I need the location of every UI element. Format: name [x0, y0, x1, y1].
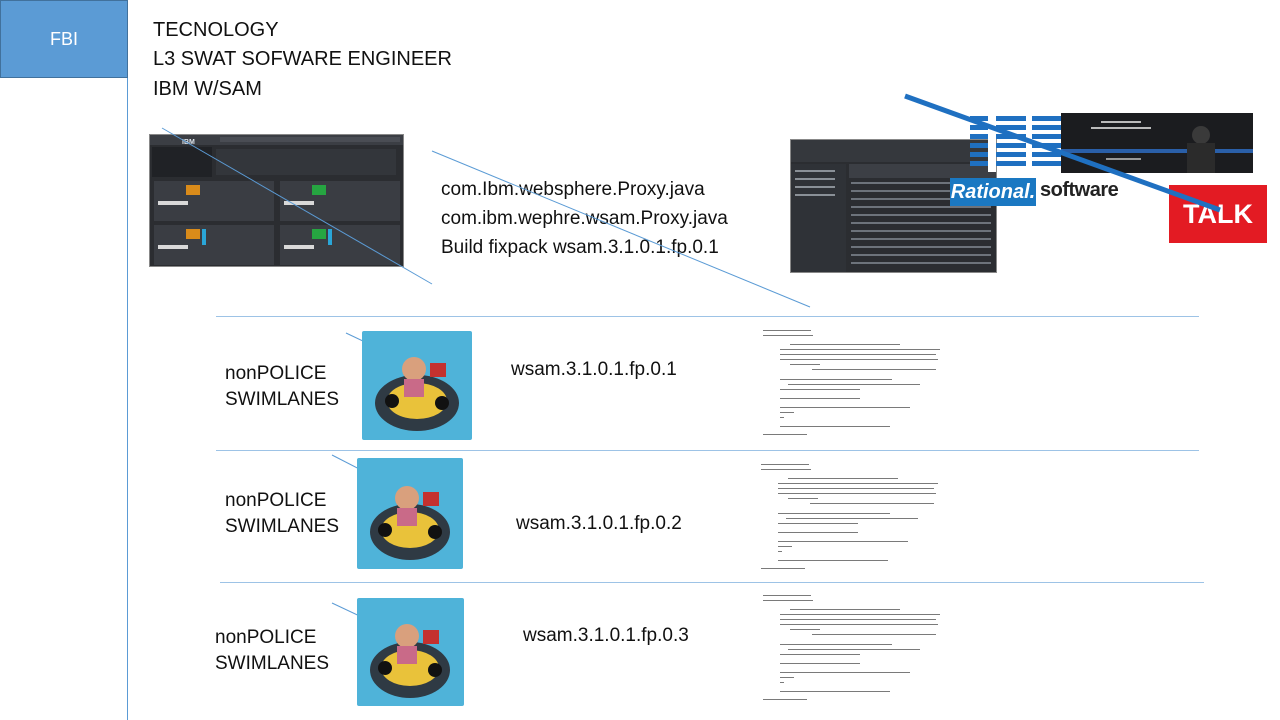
- class-line-wsam-proxy: com.ibm.wephre.wsam.Proxy.java: [441, 208, 728, 229]
- rational-logo: Rational.: [950, 178, 1036, 206]
- lane-label-line2: SWIMLANES: [215, 653, 330, 674]
- lane-separator-2: [216, 450, 1199, 451]
- lane-label-line2: SWIMLANES: [225, 389, 340, 410]
- lane-fixpack: wsam.3.1.0.1.fp.0.2: [516, 513, 682, 534]
- wsam-table-graphic: [791, 140, 996, 272]
- build-fixpack-line: Build fixpack wsam.3.1.0.1.fp.0.1: [441, 237, 719, 258]
- lane-label: nonPOLICE SWIMLANES: [215, 625, 329, 677]
- lane-label: nonPOLICE SWIMLANES: [225, 488, 339, 540]
- lane-separator-1: [216, 316, 1199, 317]
- left-sidebar: [0, 0, 128, 720]
- lane-label-line1: nonPOLICE: [225, 363, 327, 384]
- talk-label: TALK: [1183, 198, 1253, 229]
- rational-text: Rational.: [950, 180, 1036, 203]
- class-line-websphere-proxy: com.Ibm.websphere.Proxy.java: [441, 179, 705, 200]
- wsam-console-graphic: IBM: [150, 135, 403, 265]
- pool-photo-graphic: [357, 598, 464, 706]
- lane-separator-3: [220, 582, 1204, 583]
- wsam-table-screenshot: [790, 139, 997, 273]
- xml-snippet: [758, 461, 938, 573]
- lane-label-line2: SWIMLANES: [225, 516, 340, 537]
- lane-label-line1: nonPOLICE: [215, 627, 317, 648]
- fbi-box[interactable]: FBI: [0, 0, 128, 78]
- lane-label-line1: nonPOLICE: [225, 490, 327, 511]
- talk-button[interactable]: TALK: [1169, 185, 1267, 243]
- pool-photo-graphic: [357, 458, 463, 569]
- software-text: software: [1040, 179, 1119, 201]
- xml-snippet: [760, 327, 940, 439]
- pool-photo: [357, 598, 464, 706]
- header-line-product: IBM W/SAM: [153, 78, 262, 100]
- svg-text:IBM: IBM: [182, 139, 195, 146]
- fbi-label: FBI: [49, 28, 78, 49]
- pool-photo: [357, 458, 463, 569]
- wsam-console-screenshot: IBM: [149, 134, 404, 267]
- lane-fixpack: wsam.3.1.0.1.fp.0.1: [511, 359, 677, 380]
- pool-photo-graphic: [362, 331, 472, 440]
- lane-fixpack: wsam.3.1.0.1.fp.0.3: [523, 625, 689, 646]
- header-line-technology: TECNOLOGY: [153, 19, 279, 41]
- xml-snippet: [760, 592, 940, 704]
- pool-photo: [362, 331, 472, 440]
- lane-label: nonPOLICE SWIMLANES: [225, 361, 339, 413]
- header-line-role: L3 SWAT SOFWARE ENGINEER: [153, 48, 452, 70]
- memoriam-banner: [1061, 113, 1253, 173]
